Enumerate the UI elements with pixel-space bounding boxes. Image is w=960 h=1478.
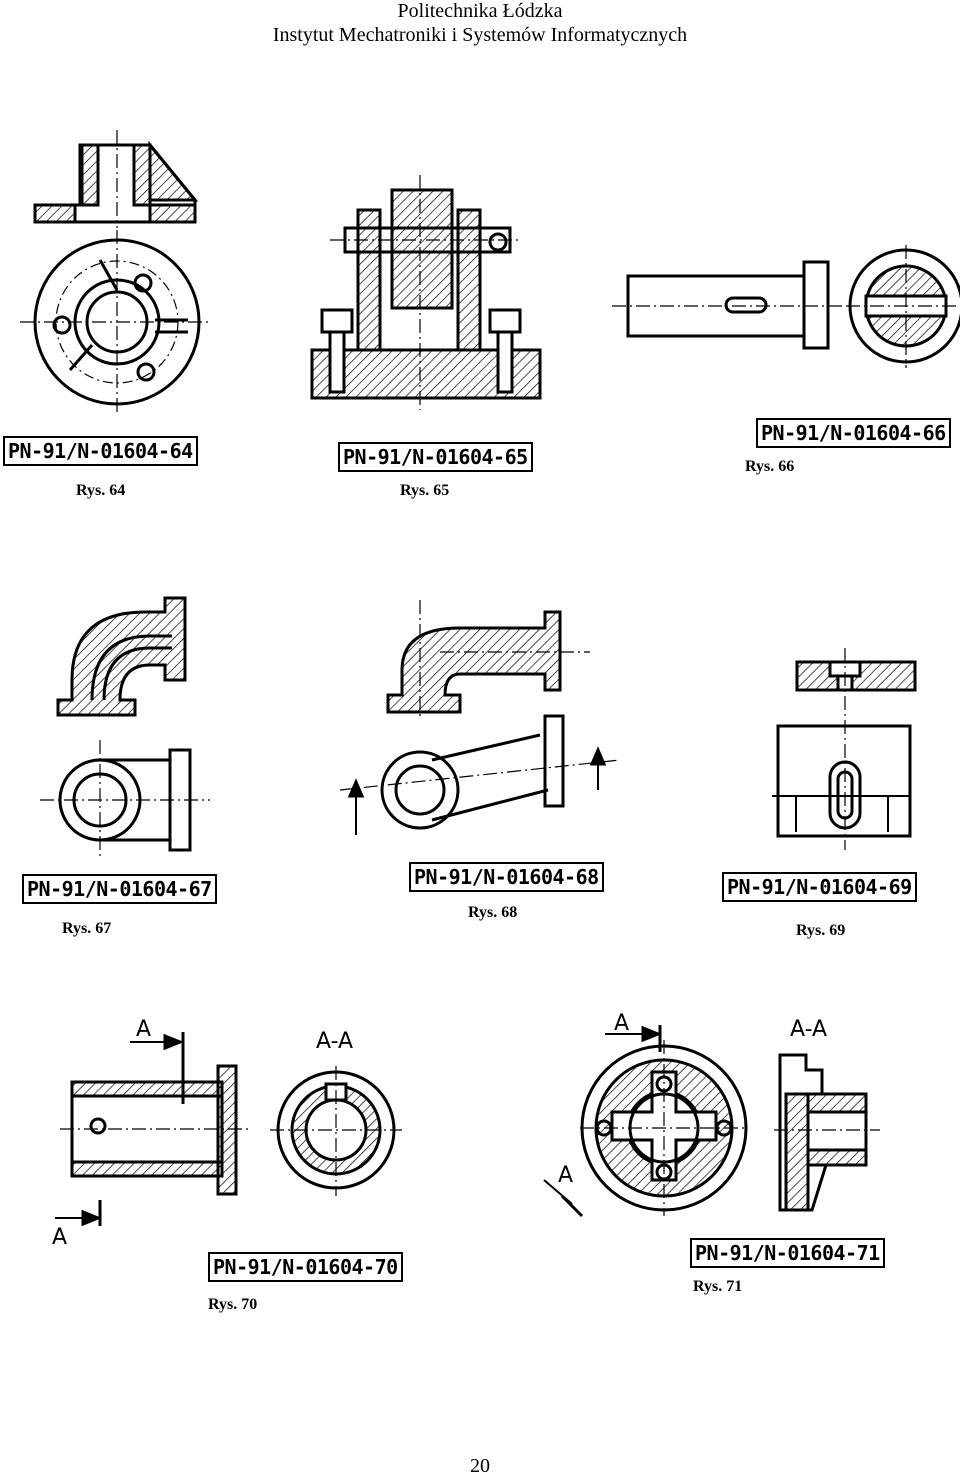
fig71-cut-label-top: A: [614, 1011, 629, 1036]
figure-65-caption: Rys. 65: [400, 482, 450, 499]
figure-68-drawing: [339, 600, 621, 835]
figure-68-caption: Rys. 68: [468, 904, 518, 921]
fig70-section-label: A-A: [316, 1029, 353, 1054]
figure-67-caption: Rys. 67: [62, 920, 112, 937]
fig71-cut-label-bottom: A: [558, 1163, 573, 1188]
figure-68-ref: PN-91/N-01604-68: [409, 862, 604, 892]
fig70-cut-label-top: A: [136, 1017, 151, 1042]
figure-70-ref: PN-91/N-01604-70: [208, 1252, 403, 1282]
figure-71-caption: Rys. 71: [693, 1278, 743, 1295]
figure-66-caption: Rys. 66: [745, 458, 795, 475]
fig71-section-label: A-A: [790, 1017, 827, 1042]
figure-64-ref: PN-91/N-01604-64: [3, 436, 198, 466]
figure-70-caption: Rys. 70: [208, 1296, 258, 1313]
page-number: 20: [470, 1455, 490, 1477]
figure-69-caption: Rys. 69: [796, 922, 846, 939]
figure-65-ref: PN-91/N-01604-65: [338, 442, 533, 472]
figure-66-drawing: [612, 245, 960, 368]
figure-67-ref: PN-91/N-01604-67: [22, 874, 217, 904]
figure-69-drawing: [772, 648, 917, 850]
figure-69-ref: PN-91/N-01604-69: [722, 872, 917, 902]
figure-64-caption: Rys. 64: [76, 482, 126, 499]
figure-64-drawing: [20, 130, 210, 415]
university-name: Politechnika Łódzka: [397, 0, 563, 22]
figure-67-drawing: [40, 596, 210, 860]
figure-70-drawing: [55, 1032, 402, 1227]
figure-71-ref: PN-91/N-01604-71: [690, 1238, 885, 1268]
figure-66-ref: PN-91/N-01604-66: [756, 418, 951, 448]
institute-name: Instytut Mechatroniki i Systemów Informa…: [272, 24, 688, 46]
figure-65-drawing: [310, 175, 542, 410]
figure-71-drawing: [543, 1025, 880, 1218]
fig70-cut-label-bottom: A: [52, 1225, 67, 1250]
